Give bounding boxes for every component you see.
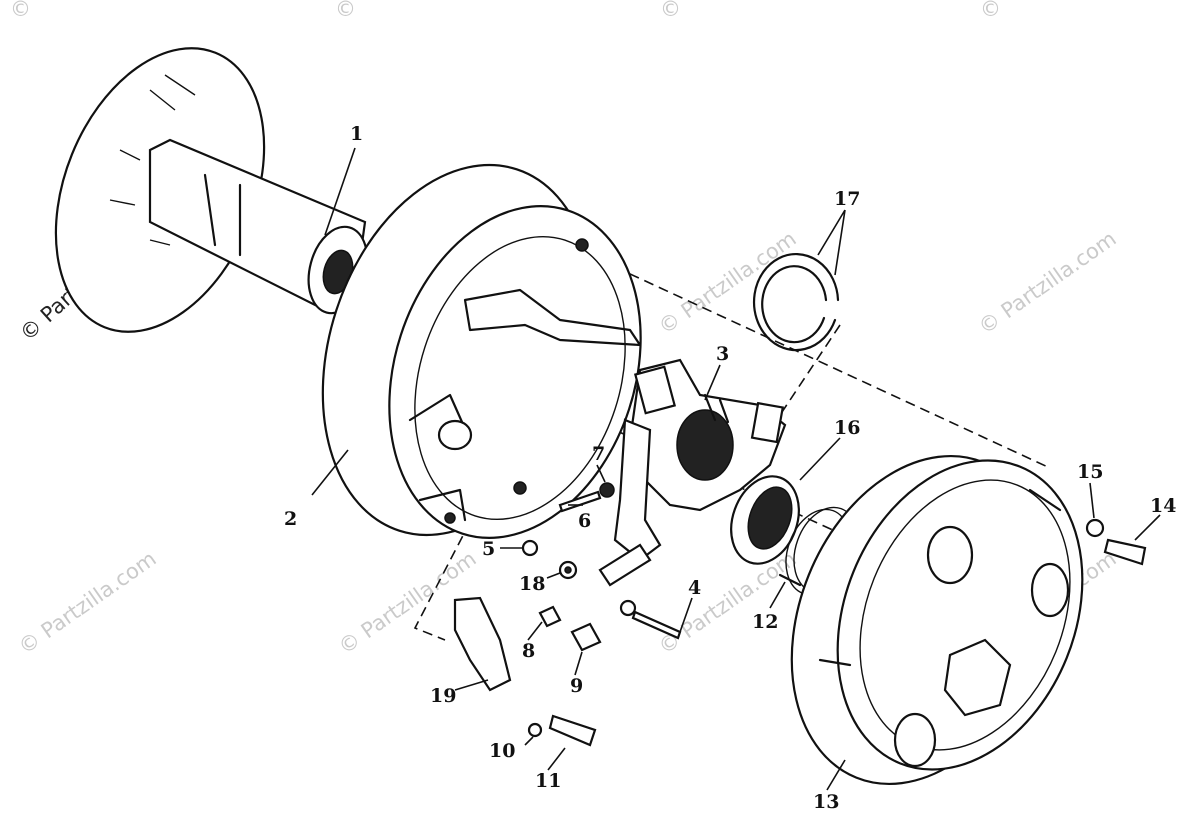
callout-10: 10 (489, 740, 515, 762)
part-11-bolt (548, 714, 597, 747)
part-6-screw (558, 490, 602, 513)
callout-13: 13 (813, 791, 839, 813)
part-3-arm (598, 543, 652, 587)
part-10-washer (527, 722, 543, 738)
callout-19: 19 (430, 685, 456, 707)
callout-9: 9 (570, 675, 583, 697)
callout-2: 2 (284, 508, 297, 530)
watermark-corner: © (660, 0, 681, 21)
part-3-spider-assembly (613, 358, 787, 562)
hardware-parts (453, 482, 1147, 747)
part-5-nut (521, 539, 539, 557)
callout-14: 14 (1150, 495, 1176, 517)
watermark-corner: © (335, 0, 356, 21)
leader-lines (311, 147, 1161, 791)
callout-12: 12 (752, 611, 778, 633)
watermark-corner: © (980, 0, 1001, 21)
callout-16: 16 (834, 417, 860, 439)
part-8-pin (538, 605, 562, 628)
part-4-bolt (631, 610, 682, 640)
callout-labels: 1 2 3 4 5 6 7 8 9 10 11 12 13 14 15 16 1… (284, 123, 1176, 813)
callout-15: 15 (1077, 461, 1103, 483)
watermark-text: © Partzilla.com (974, 226, 1121, 339)
part-2-clutch-housing (321, 163, 642, 539)
callout-6: 6 (578, 510, 591, 532)
callout-8: 8 (522, 640, 535, 662)
callout-11: 11 (535, 770, 561, 792)
watermark-text: © Partzilla.com (654, 226, 801, 339)
watermark-text: © Partzilla.com (14, 546, 161, 659)
part-19-weight (453, 596, 512, 692)
watermark-text: © Partzilla.com (654, 546, 801, 659)
part-16-spring-cup (730, 475, 800, 565)
part-14-bolt (1103, 538, 1147, 566)
part-1-driven-sheave (54, 47, 369, 333)
watermark-corner: © (10, 0, 31, 21)
part-13-clutch-drum (790, 454, 1084, 786)
part-15-washer (1085, 518, 1105, 538)
callout-4: 4 (688, 577, 701, 599)
callout-5: 5 (482, 538, 495, 560)
callout-1: 1 (350, 123, 363, 145)
callout-7: 7 (592, 443, 605, 465)
part-7-nut (599, 482, 615, 498)
part-17-snap-ring (752, 252, 840, 352)
callout-18: 18 (519, 573, 545, 595)
part-9-roller (570, 622, 602, 652)
callout-17: 17 (834, 188, 860, 210)
callout-3: 3 (716, 343, 729, 365)
